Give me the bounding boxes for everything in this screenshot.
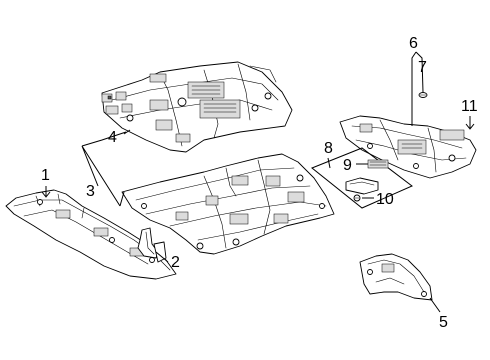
floor-panel-main — [121, 153, 335, 255]
floor-panel-upper — [101, 61, 293, 153]
callout-labels: 1 2 3 4 5 6 7 8 9 10 11 — [41, 35, 478, 331]
callout-11: 11 — [461, 98, 478, 115]
bracket-part-9 — [345, 159, 389, 195]
callout-1: 1 — [41, 167, 50, 184]
callout-5: 5 — [439, 314, 448, 331]
bracket-part-2 — [137, 227, 167, 263]
shield-part-5 — [359, 253, 433, 301]
callout-9: 9 — [343, 157, 352, 174]
clip-part-7 — [418, 92, 428, 98]
callout-3: 3 — [86, 183, 95, 200]
floor-panel-rear — [339, 115, 477, 179]
callout-8: 8 — [324, 140, 333, 157]
callout-2: 2 — [171, 254, 180, 271]
part-8-group-box — [311, 147, 413, 209]
leader-lines — [41, 51, 475, 313]
callout-4: 4 — [108, 129, 117, 146]
callout-7: 7 — [418, 59, 427, 76]
callout-6: 6 — [409, 35, 418, 52]
callout-10: 10 — [376, 191, 394, 208]
bolt-part-10 — [353, 194, 361, 202]
